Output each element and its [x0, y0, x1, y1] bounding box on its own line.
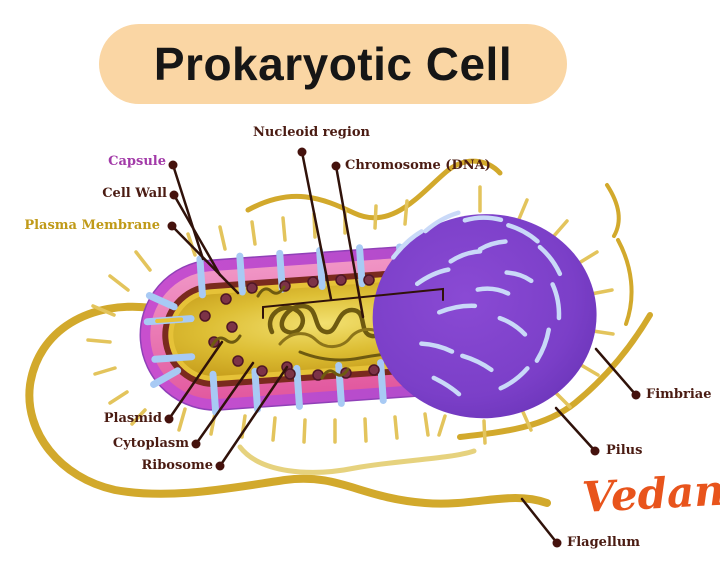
title-banner: Prokaryotic Cell — [99, 24, 567, 104]
leader-lines — [167, 150, 638, 545]
label-plasmid: Plasmid — [103, 411, 162, 426]
label-pilus: Pilus — [606, 443, 643, 458]
label-flagellum: Flagellum — [567, 535, 641, 550]
flagellum-filament — [25, 302, 551, 508]
flagellar-motor — [155, 317, 184, 324]
nucleoid-bracket — [262, 287, 444, 319]
label-cytoplasm: Cytoplasm — [112, 436, 189, 451]
label-cell-wall: Cell Wall — [102, 186, 167, 201]
label-nucleoid-region: Nucleoid region — [253, 125, 370, 140]
pilus-filament — [245, 158, 653, 440]
capsule-cap — [372, 214, 597, 419]
page-title: Prokaryotic Cell — [153, 38, 513, 90]
cut-section-ring — [372, 210, 597, 419]
label-dots — [164, 147, 641, 548]
secondary-flagellum-filament — [237, 444, 477, 475]
label-ribosome: Ribosome — [141, 458, 213, 473]
capsule-cap-streaks — [391, 210, 563, 397]
vedantu-logo: Vedantu — [580, 462, 720, 523]
label-chromosome: Chromosome (DNA) — [345, 158, 491, 173]
label-plasma-membrane: Plasma Membrane — [24, 218, 160, 233]
label-fimbriae: Fimbriae — [646, 387, 712, 402]
label-capsule: Capsule — [108, 154, 166, 169]
